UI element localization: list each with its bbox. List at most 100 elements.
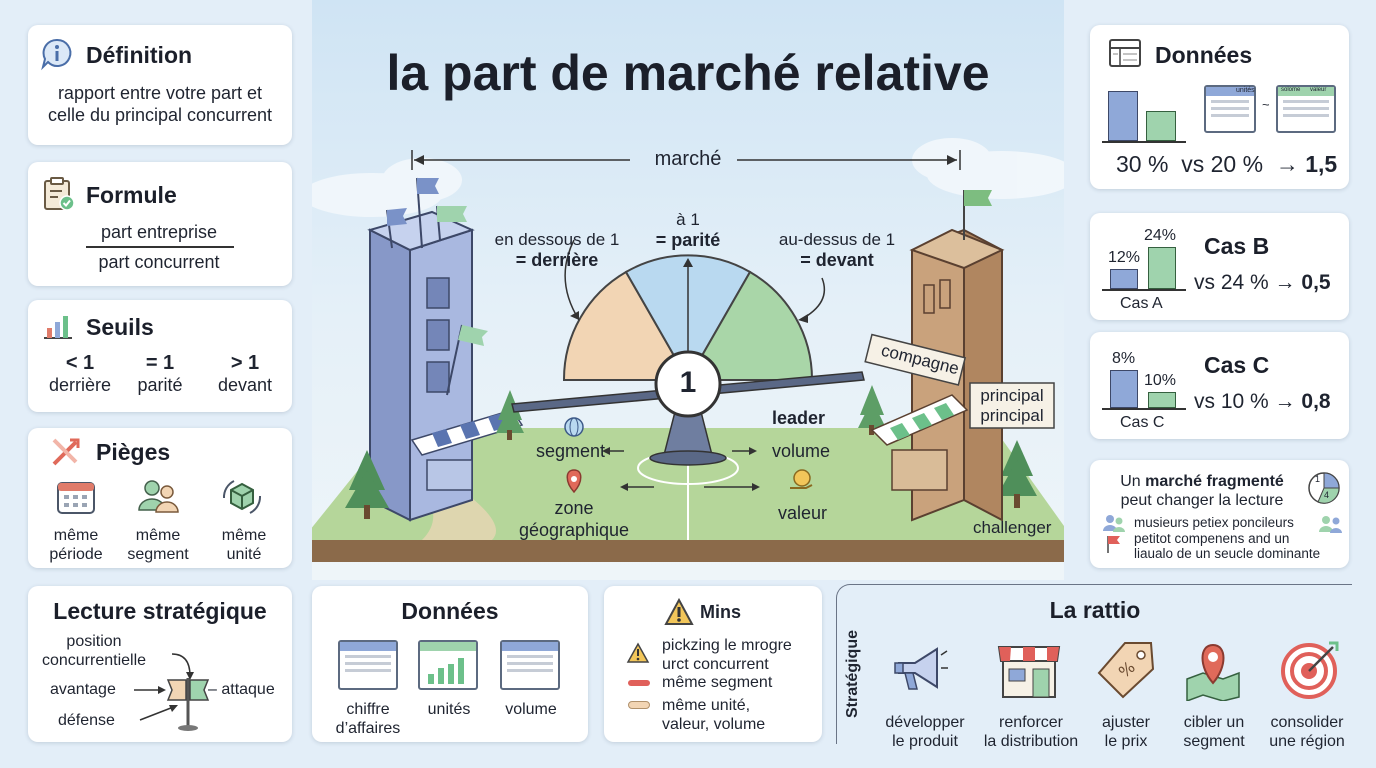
case-b-bar2 — [1148, 247, 1176, 289]
market-scene: la part de marché relative marché en des… — [312, 0, 1064, 580]
mins-item-3: même unité,valeur, volume — [662, 697, 766, 734]
cube-cycle-icon — [223, 480, 261, 514]
thresholds-title: Seuils — [86, 314, 154, 340]
case-b-bar2-value: 24% — [1144, 227, 1177, 244]
axis — [1102, 141, 1186, 143]
definition-text: rapport entre votre part et celle du pri… — [47, 83, 273, 125]
pitfalls-title: Pièges — [96, 439, 171, 465]
data-top-card: Données unités ~ solome valeur 30 % vs 2… — [1090, 25, 1349, 189]
data-top-title: Données — [1155, 42, 1253, 68]
strategic-reading-title: Lecture stratégique — [53, 598, 267, 624]
flag-icon — [1107, 536, 1120, 553]
volume-label: volume — [772, 441, 831, 461]
bar-20 — [1146, 111, 1176, 141]
leader-label: leader — [772, 408, 826, 428]
beige-bar-icon — [628, 701, 650, 709]
segment-label: segment — [536, 441, 606, 461]
pie-chart-icon — [1308, 472, 1340, 504]
case-b-caption: Cas A — [1120, 295, 1163, 312]
table-units-header: unités — [1236, 87, 1255, 94]
formula-card: Formule part entreprise part concurrent — [28, 162, 292, 286]
case-b-axis — [1102, 289, 1186, 291]
users-icon-right — [1319, 516, 1342, 533]
warning-icon-small — [626, 642, 650, 663]
fraction-bar — [86, 246, 234, 248]
calendar-icon — [57, 482, 95, 514]
bar-chart-icon — [44, 316, 72, 339]
mins-item-2: même segment — [662, 674, 773, 691]
table-values: solome valeur — [1276, 85, 1336, 133]
crossed-arrows-icon — [52, 438, 80, 466]
signpost-icon — [134, 653, 210, 731]
page-title: la part de marché relative — [386, 45, 990, 101]
ratio-side-label: Stratégique — [844, 630, 861, 719]
ratio-title: La rattio — [1049, 597, 1141, 623]
megaphone-icon — [894, 647, 948, 690]
table-icon — [1109, 39, 1141, 67]
case-b-equation: vs 24 % → 0,5 — [1194, 271, 1331, 294]
fragmented-card: Un marché fragmenté peut changer la lect… — [1090, 460, 1349, 568]
data-top-equation: 30 % vs 20 % → 1,5 — [1116, 151, 1338, 177]
data-bottom-title: Données — [401, 598, 499, 624]
above-label: au-dessus de 1= devant — [778, 230, 896, 271]
case-b-card: 12% 24% Cas A Cas B vs 24 % → 0,5 — [1090, 213, 1349, 320]
definition-title: Définition — [86, 42, 193, 68]
warning-icon — [664, 598, 694, 625]
case-b-bar1-value: 12% — [1108, 249, 1141, 266]
equal-label: à 1= parité — [655, 210, 721, 251]
case-c-bar1-value: 8% — [1112, 350, 1136, 367]
case-c-card: 8% 10% Cas C Cas C vs 10 % → 0,8 — [1090, 332, 1349, 439]
map-pin-icon — [1186, 643, 1240, 701]
attack-label: – attaque — [208, 681, 275, 698]
data-item-volume: volume — [505, 701, 557, 718]
market-label: marché — [654, 148, 722, 170]
scene-illustration — [312, 138, 1064, 562]
case-c-axis — [1102, 408, 1186, 410]
pie-label-4: 4 — [1324, 490, 1330, 500]
formula-title: Formule — [86, 182, 177, 208]
formula-denominator: part concurrent — [98, 252, 220, 272]
store-icon — [997, 646, 1061, 698]
target-icon — [1281, 641, 1339, 699]
gauge-value: 1 — [679, 366, 697, 399]
volume-table-icon — [500, 640, 560, 690]
data-item-units: unités — [427, 701, 471, 718]
definition-card: Définition rapport entre votre part et c… — [28, 25, 292, 145]
fragmented-text: musieurs petiex poncileurs petitot compe… — [1134, 515, 1321, 562]
users-icon-small — [1103, 515, 1125, 532]
revenue-table-icon — [338, 640, 398, 690]
case-c-bar2 — [1148, 392, 1176, 408]
red-bar-icon — [628, 680, 650, 686]
table-values-header2: valeur — [1310, 87, 1327, 93]
challenger-label: challenger — [973, 518, 1052, 537]
bar-30 — [1108, 91, 1138, 141]
case-c-title: Cas C — [1204, 352, 1270, 378]
case-c-equation: vs 10 % → 0,8 — [1194, 390, 1331, 413]
price-tag-icon: % — [1097, 642, 1155, 699]
fragmented-heading: Un marché fragmenté peut changer la lect… — [1120, 473, 1284, 510]
case-b-bar1 — [1110, 269, 1138, 289]
case-c-bar2-value: 10% — [1144, 372, 1177, 389]
tilde: ~ — [1262, 97, 1270, 112]
below-label: en dessous de 1= derrière — [494, 230, 620, 271]
case-c-caption: Cas C — [1120, 414, 1165, 431]
advantage-label: avantage — [50, 681, 116, 698]
